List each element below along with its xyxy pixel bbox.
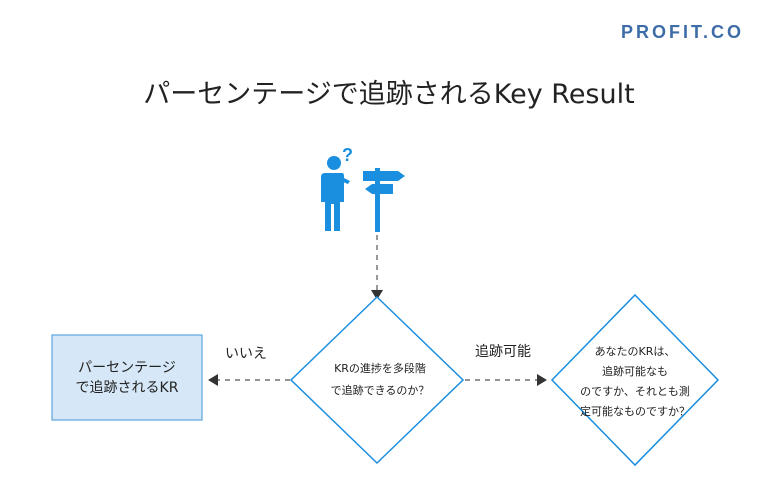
question-line: 追跡可能なも: [602, 365, 668, 378]
profit-co-logo: PROFIT.CO: [620, 22, 744, 42]
result-box-text: パーセンテージ で追跡されるKR: [52, 335, 202, 420]
result-box-line: パーセンテージ: [78, 359, 176, 376]
decision-text: KRの進捗を多段階 で追跡できるのか？: [300, 340, 460, 420]
decision-line: KRの進捗を多段階: [334, 362, 426, 375]
arrowhead-down: [371, 290, 383, 300]
edge-label-no: いいえ: [225, 346, 267, 362]
question-line: あなたのKRは、: [594, 345, 676, 358]
result-box-line: で追跡されるKR: [75, 379, 179, 396]
person-signpost-icon: ?: [321, 145, 405, 232]
arrowhead-left: [208, 374, 218, 386]
decision-diamond: [289, 295, 465, 465]
svg-text:?: ?: [342, 145, 353, 165]
question-line: 定可能なものですか？: [580, 405, 690, 418]
decision-line: で追跡できるのか？: [330, 384, 430, 397]
question-line: のですか、それとも測: [580, 385, 690, 398]
question-diamond: [550, 293, 720, 467]
result-box: [51, 334, 203, 421]
question-text: あなたのKRは、 追跡可能なも のですか、それとも測 定可能なものですか？: [560, 340, 710, 424]
arrowhead-right: [537, 374, 547, 386]
diagram-title: パーセンテージで追跡されるKey Result: [143, 79, 635, 110]
edge-label-yes: 追跡可能: [475, 344, 531, 360]
